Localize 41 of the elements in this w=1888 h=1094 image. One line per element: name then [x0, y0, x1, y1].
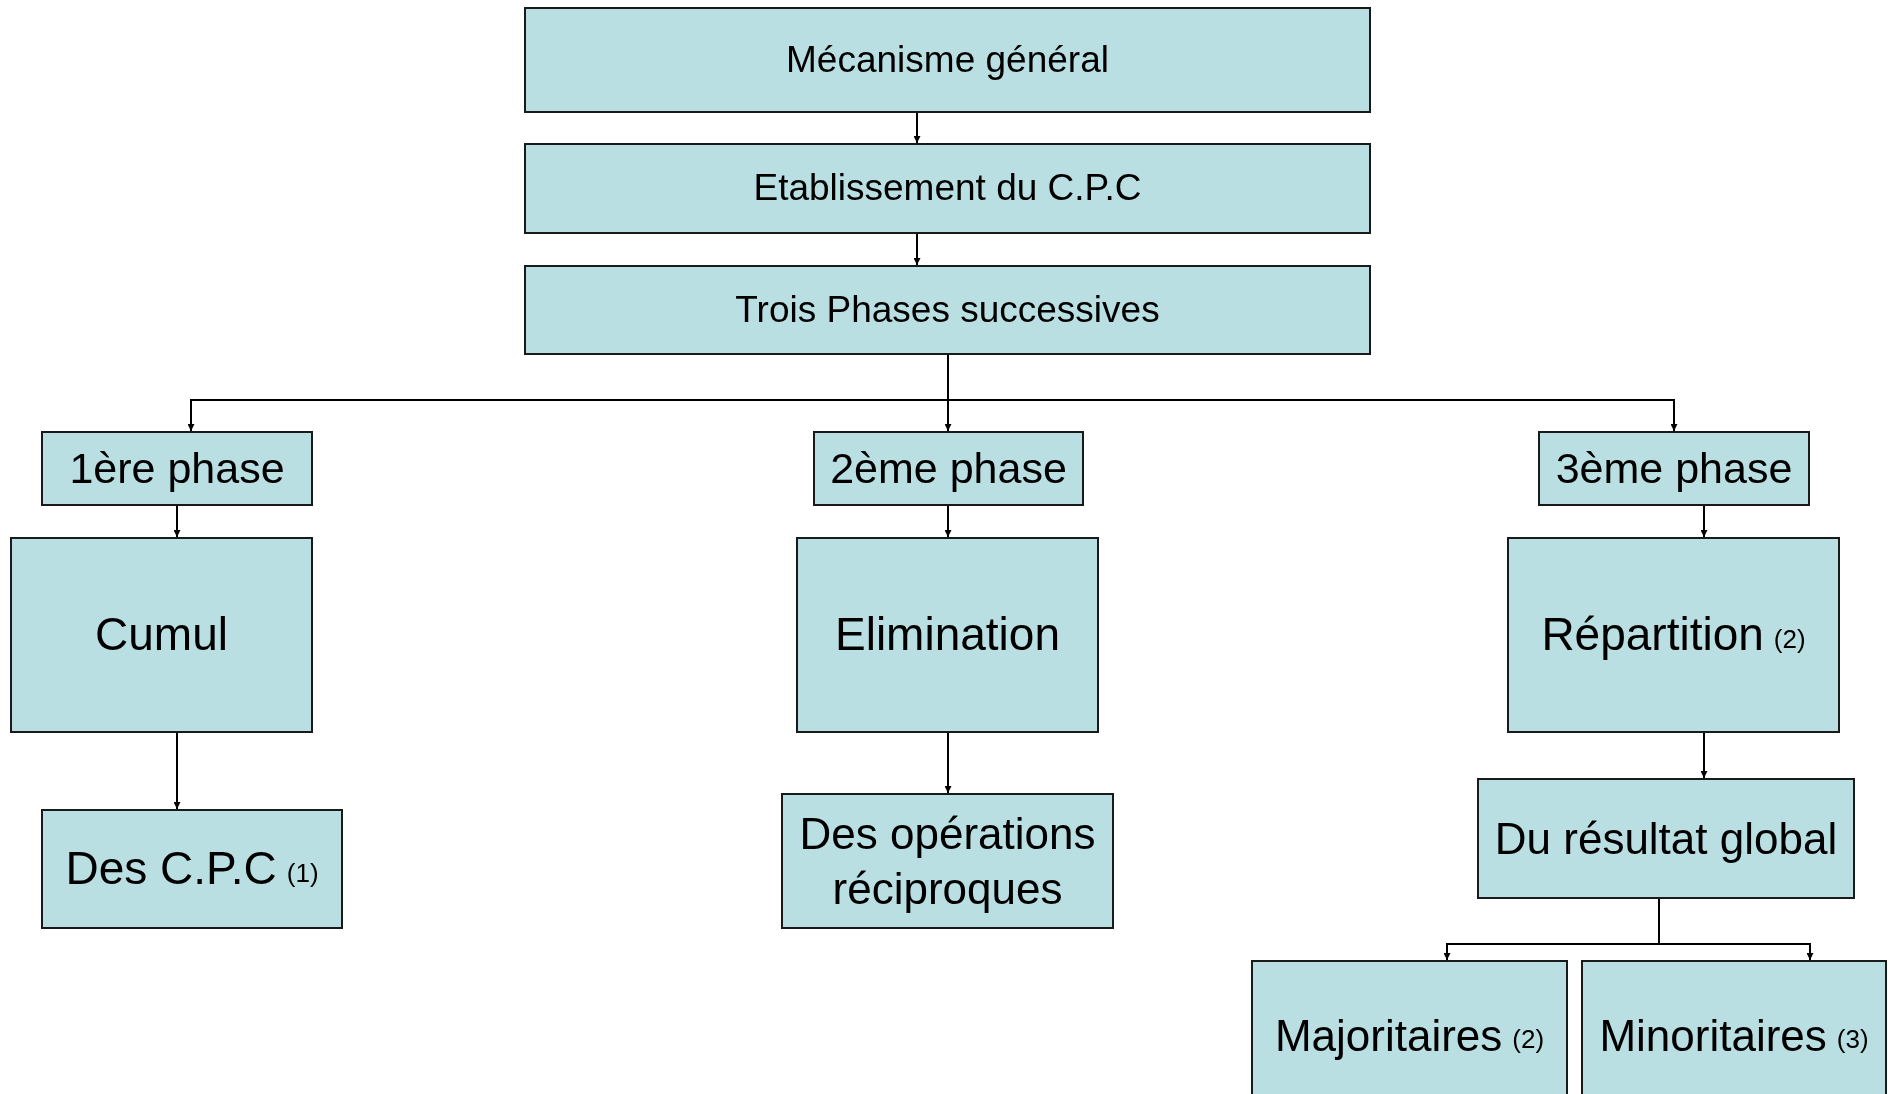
footnote-mark: (3) [1836, 1022, 1869, 1056]
process-box [41, 431, 313, 506]
node-label: 1ère phase [69, 442, 285, 494]
arrow [1700, 732, 1708, 779]
node-label: Répartition [1541, 607, 1764, 663]
footnote-mark: (1) [286, 856, 319, 890]
process-box [1477, 778, 1855, 899]
node-label: Des C.P.C [65, 841, 277, 897]
node-label: Elimination [835, 607, 1060, 663]
arrow [913, 233, 921, 266]
arrow [173, 505, 181, 538]
node-label: Etablissement du C.P.C [753, 166, 1142, 211]
process-box [524, 265, 1371, 355]
arrow [173, 732, 181, 810]
process-box [1507, 537, 1840, 733]
arrow [944, 505, 952, 538]
arrow [944, 732, 952, 794]
process-box [10, 537, 313, 733]
footnote-mark: (2) [1512, 1022, 1545, 1056]
node-label: 2ème phase [830, 442, 1067, 494]
process-box [41, 809, 343, 929]
node-label: Minoritaires [1599, 1009, 1827, 1062]
node-label: Du résultat global [1494, 813, 1838, 865]
node-label: Mécanisme général [786, 37, 1109, 82]
process-box [1251, 960, 1568, 1094]
node-label: Des opérations réciproques [798, 808, 1097, 915]
process-box [524, 7, 1371, 113]
process-box [1581, 960, 1887, 1094]
node-label: 3ème phase [1555, 442, 1793, 494]
node-label: Trois Phases successives [735, 287, 1160, 332]
arrow [913, 112, 921, 144]
arrow [1700, 505, 1708, 538]
footnote-mark: (2) [1773, 622, 1806, 656]
process-box [781, 793, 1114, 929]
process-box [524, 143, 1371, 234]
arrow [1658, 898, 1814, 961]
process-box [1538, 431, 1810, 506]
node-label: Majoritaires [1274, 1009, 1503, 1062]
process-box [796, 537, 1099, 733]
process-box [813, 431, 1084, 506]
node-label: Cumul [95, 607, 228, 663]
